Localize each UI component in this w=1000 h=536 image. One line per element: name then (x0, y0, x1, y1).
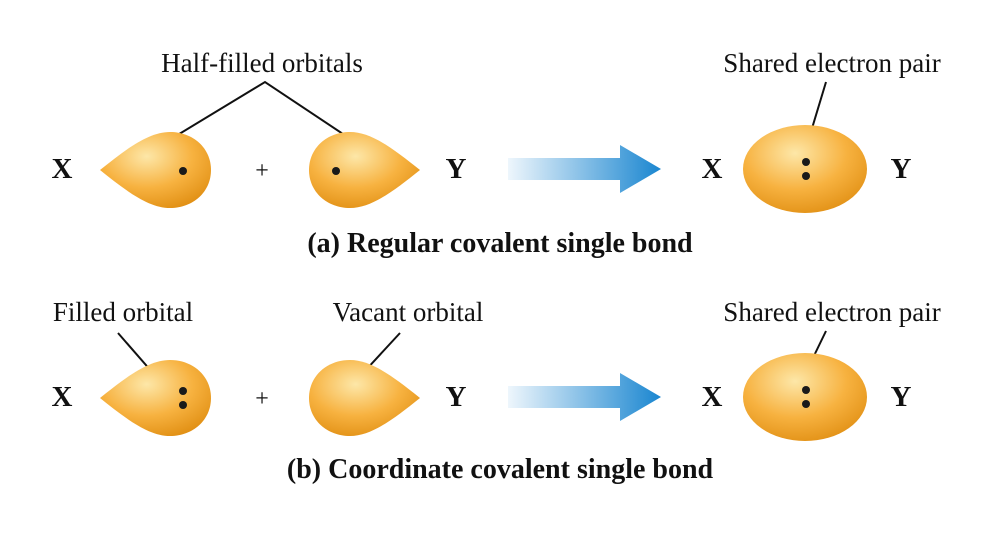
caption-b: (b) Coordinate covalent single bond (287, 454, 714, 485)
atom-x-left-b: X (52, 381, 73, 413)
filled-orbital-leader (117, 332, 153, 373)
atom-x-product-b: X (702, 381, 723, 413)
atom-y-product-b: Y (891, 381, 912, 413)
electron-pair-dot-bottom-x (179, 401, 187, 409)
vacant-orbital-label: Vacant orbital (333, 297, 484, 327)
caption-a: (a) Regular covalent single bond (307, 228, 693, 259)
single-electron-dot-x (179, 167, 187, 175)
bonding-orbital-a (743, 125, 867, 213)
orbital-x-filled (100, 360, 211, 436)
filled-orbital-label: Filled orbital (53, 297, 193, 327)
plus-sign-b: + (255, 386, 269, 412)
reaction-arrow-b (508, 373, 661, 421)
atom-y-right-b: Y (446, 381, 467, 413)
electron-pair-dot-bottom-b (802, 400, 810, 408)
atom-y-product-a: Y (891, 153, 912, 185)
bonding-orbital-b (743, 353, 867, 441)
panel-b: Filled orbital Vacant orbital X + Y Shar… (52, 297, 941, 485)
panel-a: Half-filled orbitals X + Y Shared electr… (52, 48, 941, 259)
electron-pair-dot-top-x (179, 387, 187, 395)
reaction-arrow-a (508, 145, 661, 193)
half-filled-leader-lines (165, 80, 356, 143)
electron-pair-dot-bottom-a (802, 172, 810, 180)
single-electron-dot-y (332, 167, 340, 175)
shared-electron-pair-label-a: Shared electron pair (723, 48, 940, 78)
half-filled-orbitals-label: Half-filled orbitals (161, 48, 363, 78)
electron-pair-dot-top-a (802, 158, 810, 166)
atom-x-left-a: X (52, 153, 73, 185)
orbital-x-half-filled (100, 132, 211, 208)
orbital-y-half-filled (309, 132, 420, 208)
orbital-y-vacant (309, 360, 420, 436)
atom-y-right-a: Y (446, 153, 467, 185)
plus-sign-a: + (255, 158, 269, 184)
shared-electron-pair-label-b: Shared electron pair (723, 297, 940, 327)
electron-pair-dot-top-b (802, 386, 810, 394)
atom-x-product-a: X (702, 153, 723, 185)
